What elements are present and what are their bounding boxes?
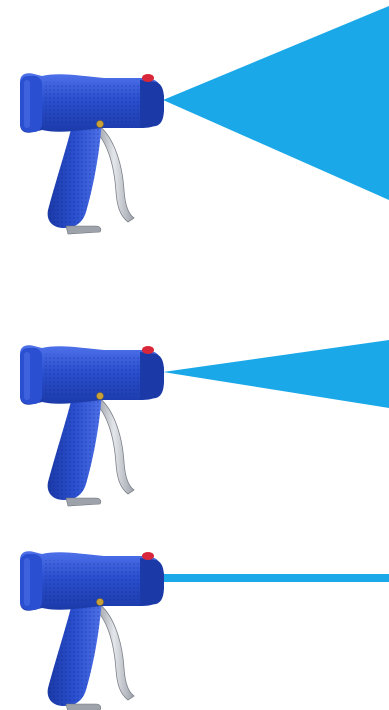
- straight-water-jet: [160, 574, 389, 582]
- panel-wide-cone: [0, 0, 389, 260]
- spray-gun-1: [20, 73, 164, 234]
- panel-narrow-cone: [0, 320, 389, 520]
- wide-cone-scene: [0, 0, 389, 260]
- narrow-spray-cone: [163, 340, 389, 408]
- spray-gun-2: [20, 345, 164, 506]
- straight-jet-scene: [0, 535, 389, 710]
- narrow-cone-scene: [0, 320, 389, 520]
- panel-straight-jet: [0, 535, 389, 710]
- wide-spray-cone: [163, 6, 389, 200]
- spray-gun-3: [20, 551, 164, 710]
